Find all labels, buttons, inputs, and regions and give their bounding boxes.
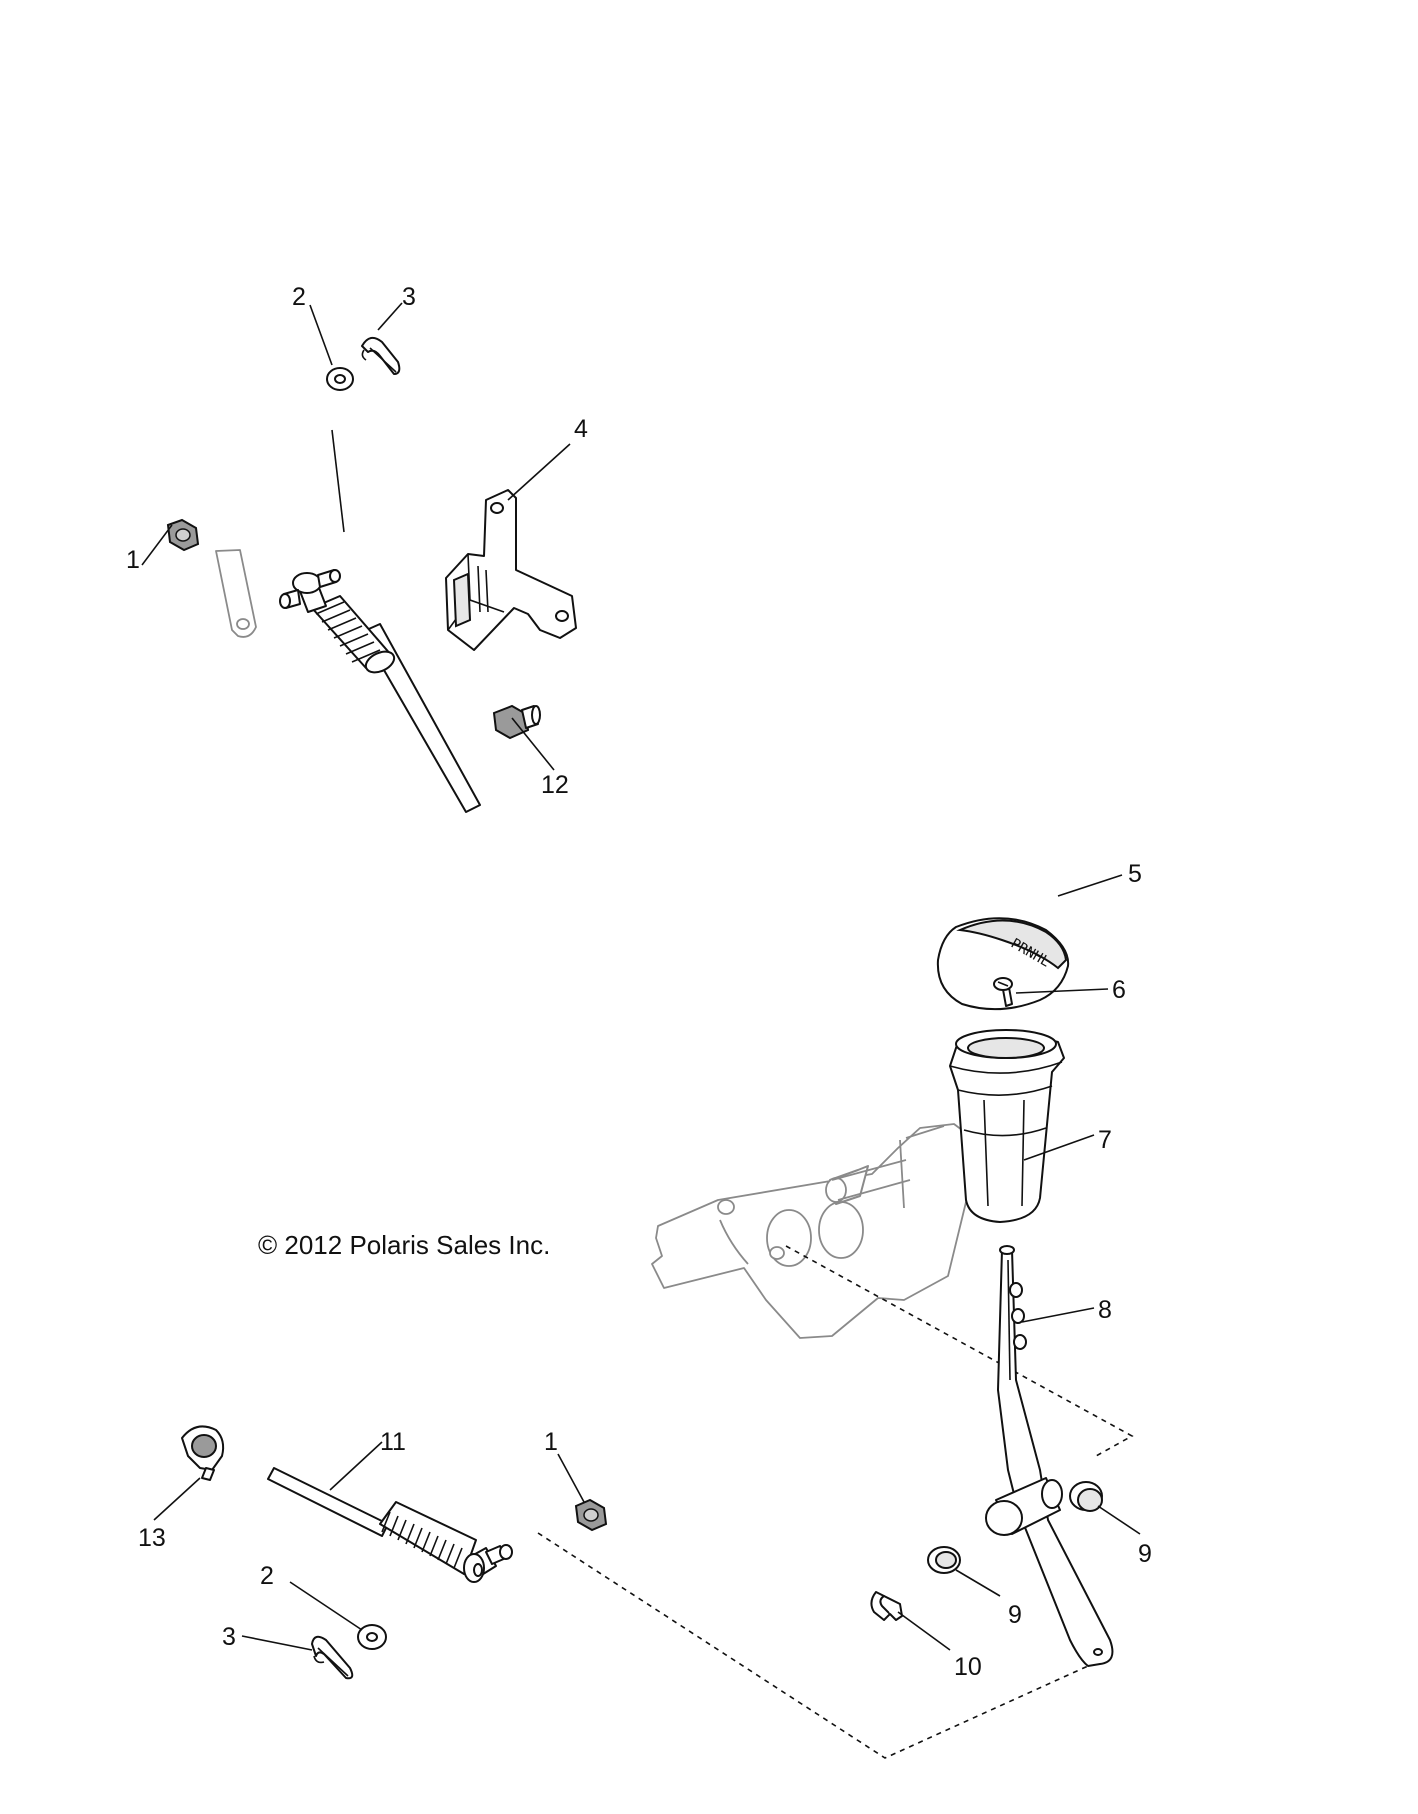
callout-12: 12 bbox=[541, 771, 569, 799]
copyright-notice: © 2012 Polaris Sales Inc. bbox=[258, 1230, 550, 1260]
e-clip-icon bbox=[870, 1591, 903, 1621]
callout-9-right: 9 bbox=[1138, 1540, 1152, 1568]
callout-8: 8 bbox=[1098, 1296, 1112, 1324]
cable-clamp-icon bbox=[181, 1425, 225, 1481]
hair-pin-clip-icon bbox=[311, 1635, 354, 1680]
callout-3-top: 3 bbox=[402, 283, 416, 311]
leader-lines bbox=[141, 302, 1141, 1651]
shift-knob-icon: PRNHL bbox=[936, 917, 1070, 1011]
callout-10: 10 bbox=[954, 1653, 982, 1681]
callout-5: 5 bbox=[1128, 860, 1142, 888]
hair-pin-clip-icon bbox=[361, 336, 401, 375]
flange-bolt-icon bbox=[492, 704, 541, 740]
cable-reference-line bbox=[331, 429, 345, 533]
callout-3-bottom: 3 bbox=[222, 1623, 236, 1651]
washer-icon bbox=[357, 1624, 387, 1650]
washer-icon bbox=[326, 367, 354, 391]
shifter-assembly: PRNHL bbox=[181, 917, 1134, 1759]
callout-9-left: 9 bbox=[1008, 1601, 1022, 1629]
callout-4: 4 bbox=[574, 415, 588, 443]
top-cable-assembly bbox=[166, 336, 577, 813]
shift-lever-icon bbox=[985, 1245, 1114, 1667]
alignment-line-upper bbox=[785, 1245, 1134, 1457]
callout-2-bottom: 2 bbox=[260, 1562, 274, 1590]
callout-6: 6 bbox=[1112, 976, 1126, 1004]
callouts: 1 2 3 4 12 5 6 7 8 9 9 10 11 1 13 2 3 bbox=[126, 283, 1152, 1681]
callout-1-bottom: 1 bbox=[544, 1428, 558, 1456]
hex-nut-icon bbox=[166, 518, 200, 552]
bushing-icon bbox=[927, 1481, 1103, 1574]
screw-icon bbox=[993, 977, 1013, 1007]
cable-bracket-icon bbox=[445, 489, 577, 651]
mount-bracket-icon bbox=[651, 1123, 987, 1339]
callout-2-top: 2 bbox=[292, 283, 306, 311]
shift-boot-icon bbox=[949, 1029, 1065, 1223]
hex-nut-icon bbox=[574, 1498, 608, 1532]
shift-cable-icon bbox=[267, 1467, 513, 1583]
callout-11: 11 bbox=[380, 1428, 406, 1456]
callout-7: 7 bbox=[1098, 1126, 1112, 1154]
alignment-line-lower bbox=[537, 1532, 1089, 1759]
lever-arm-end bbox=[215, 549, 257, 638]
callout-13: 13 bbox=[138, 1524, 166, 1552]
shift-cable-top bbox=[279, 569, 481, 813]
callout-1-top: 1 bbox=[126, 546, 140, 574]
